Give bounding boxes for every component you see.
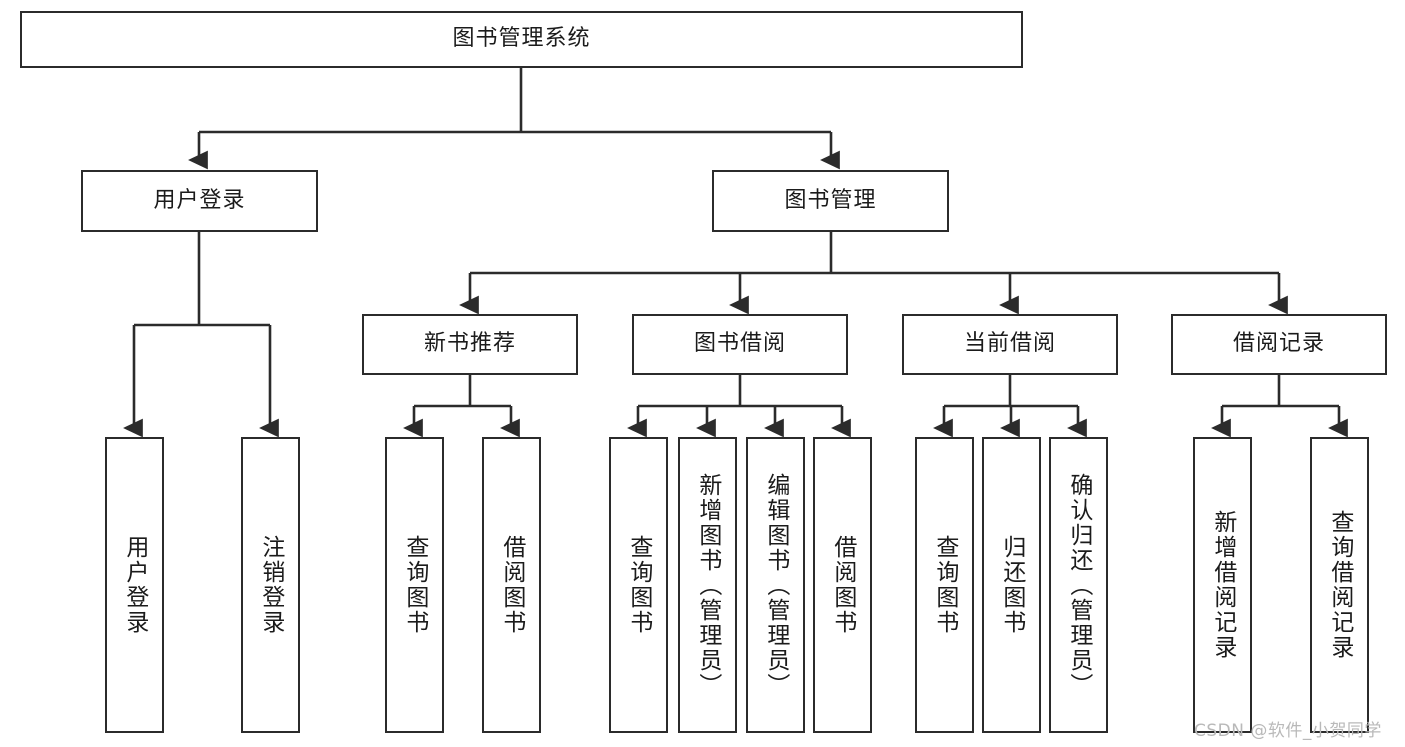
node-leaf-edit-book[interactable]: 编辑图书（管理员） xyxy=(746,437,805,733)
node-leaf-query-record[interactable]: 查询借阅记录 xyxy=(1310,437,1369,733)
node-root[interactable]: 图书管理系统 xyxy=(20,11,1023,68)
node-leaf-add-record-label: 新增借阅记录 xyxy=(1209,510,1236,660)
node-leaf-query-book-2[interactable]: 查询图书 xyxy=(609,437,668,733)
node-leaf-query-book-2-label: 查询图书 xyxy=(625,535,652,635)
node-book-borrow[interactable]: 图书借阅 xyxy=(632,314,848,375)
node-leaf-query-book-1[interactable]: 查询图书 xyxy=(385,437,444,733)
node-leaf-borrow-book-1[interactable]: 借阅图书 xyxy=(482,437,541,733)
node-root-label: 图书管理系统 xyxy=(452,26,591,52)
node-new-book-rec-label: 新书推荐 xyxy=(423,331,516,357)
node-leaf-query-record-label: 查询借阅记录 xyxy=(1326,510,1353,660)
node-current-borrow[interactable]: 当前借阅 xyxy=(902,314,1118,375)
node-leaf-query-book-3-label: 查询图书 xyxy=(931,535,958,635)
node-leaf-confirm-return-label: 确认归还（管理员） xyxy=(1065,472,1092,698)
node-leaf-return-book[interactable]: 归还图书 xyxy=(982,437,1041,733)
node-leaf-logout-label: 注销登录 xyxy=(257,535,284,635)
node-new-book-rec[interactable]: 新书推荐 xyxy=(362,314,578,375)
node-leaf-user-login[interactable]: 用户登录 xyxy=(105,437,164,733)
node-leaf-borrow-book-1-label: 借阅图书 xyxy=(498,535,525,635)
node-leaf-add-book-label: 新增图书（管理员） xyxy=(694,472,721,698)
node-leaf-user-login-label: 用户登录 xyxy=(121,535,148,635)
node-book-borrow-label: 图书借阅 xyxy=(693,331,786,357)
node-leaf-query-book-3[interactable]: 查询图书 xyxy=(915,437,974,733)
node-leaf-add-book[interactable]: 新增图书（管理员） xyxy=(678,437,737,733)
node-leaf-logout[interactable]: 注销登录 xyxy=(241,437,300,733)
node-user-login[interactable]: 用户登录 xyxy=(81,170,318,232)
node-borrow-record-label: 借阅记录 xyxy=(1232,331,1325,357)
node-user-login-label: 用户登录 xyxy=(153,187,246,213)
node-book-manage[interactable]: 图书管理 xyxy=(712,170,949,232)
csdn-watermark: CSDN @软件_小贺同学 xyxy=(1194,716,1382,741)
node-leaf-confirm-return[interactable]: 确认归还（管理员） xyxy=(1049,437,1108,733)
node-leaf-borrow-book-2[interactable]: 借阅图书 xyxy=(813,437,872,733)
node-book-manage-label: 图书管理 xyxy=(784,187,877,213)
node-leaf-query-book-1-label: 查询图书 xyxy=(401,535,428,635)
node-current-borrow-label: 当前借阅 xyxy=(963,331,1056,357)
node-leaf-return-book-label: 归还图书 xyxy=(998,535,1025,635)
watermark-text: CSDN @软件_小贺同学 xyxy=(1194,721,1382,741)
node-borrow-record[interactable]: 借阅记录 xyxy=(1171,314,1387,375)
node-leaf-add-record[interactable]: 新增借阅记录 xyxy=(1193,437,1252,733)
node-leaf-edit-book-label: 编辑图书（管理员） xyxy=(762,472,789,698)
node-leaf-borrow-book-2-label: 借阅图书 xyxy=(829,535,856,635)
